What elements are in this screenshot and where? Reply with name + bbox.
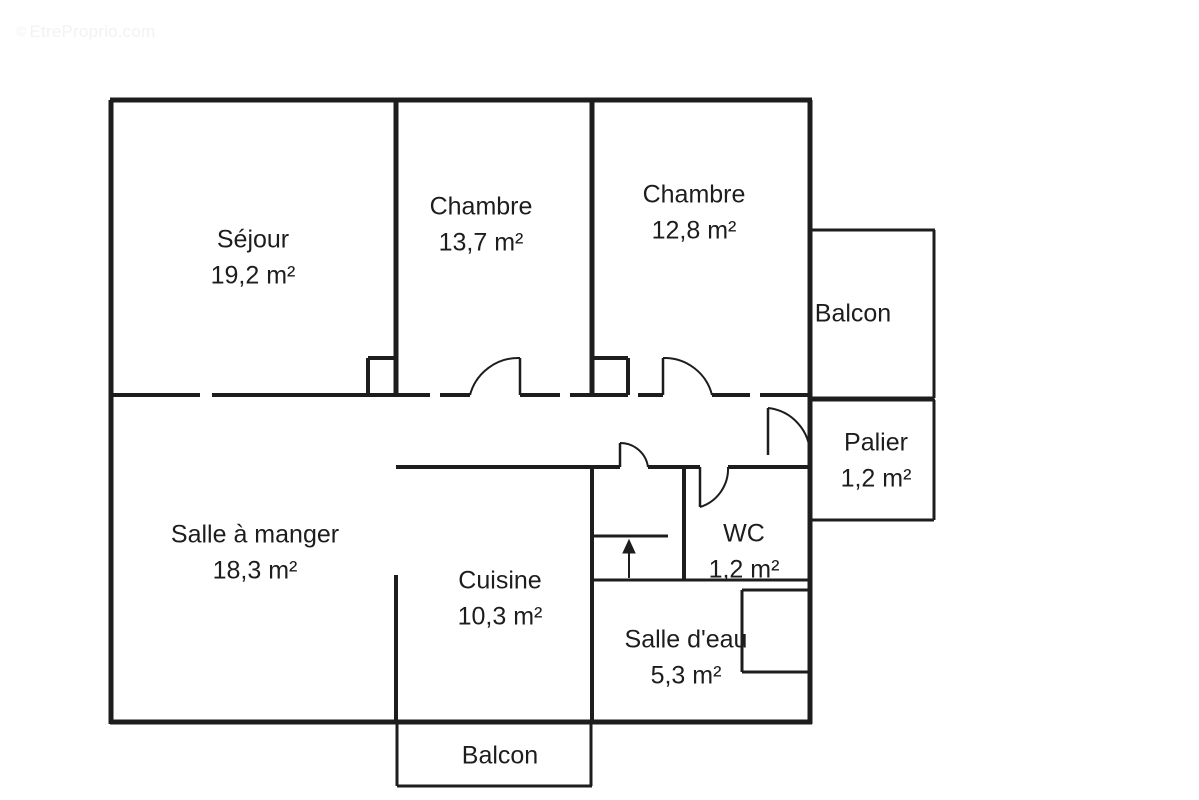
wall-group (108, 97, 936, 788)
door-swing-entrance (767, 407, 812, 456)
watermark: ©EtreProprio.com (16, 22, 155, 42)
watermark-text: EtreProprio.com (29, 22, 156, 41)
door-swing-wc (699, 466, 730, 508)
door-swing-hall (619, 441, 649, 468)
watermark-copyright-symbol: © (16, 23, 27, 39)
passage-arrow-head (622, 538, 636, 554)
door-swing-chambre1 (469, 356, 521, 396)
door-swing-chambre2 (662, 356, 713, 396)
